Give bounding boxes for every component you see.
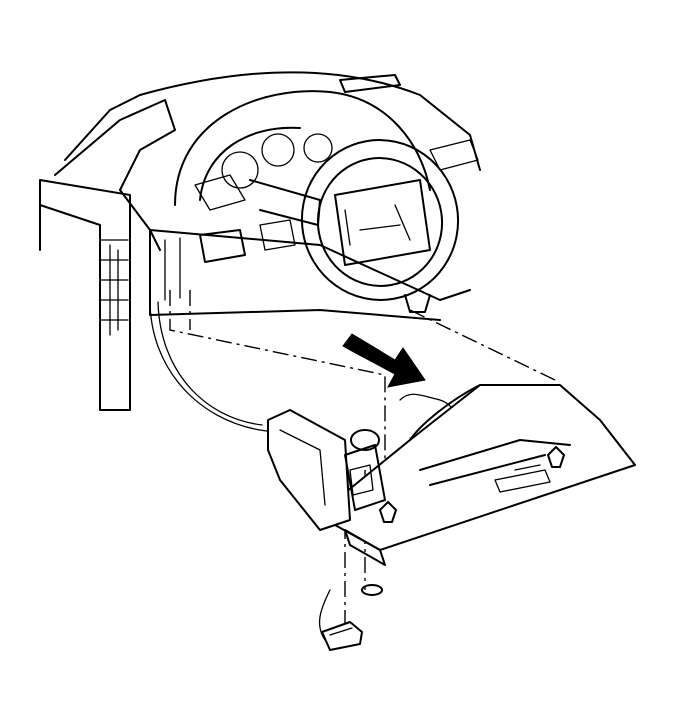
module-bracket	[267, 409, 386, 531]
direction-arrow	[342, 333, 426, 388]
instrument-cluster	[174, 90, 431, 211]
steering-wheel	[249, 139, 460, 301]
lower-dash-panel	[149, 219, 471, 321]
push-pin-fastener-front	[379, 501, 397, 523]
push-pin-fastener-rear	[547, 446, 565, 468]
washer	[361, 584, 383, 596]
fasteners	[361, 446, 565, 596]
dashboard-top	[139, 71, 481, 171]
door-frame-pillar	[39, 94, 176, 411]
harness-connector	[321, 621, 363, 651]
floor-sill-panel	[329, 384, 636, 566]
